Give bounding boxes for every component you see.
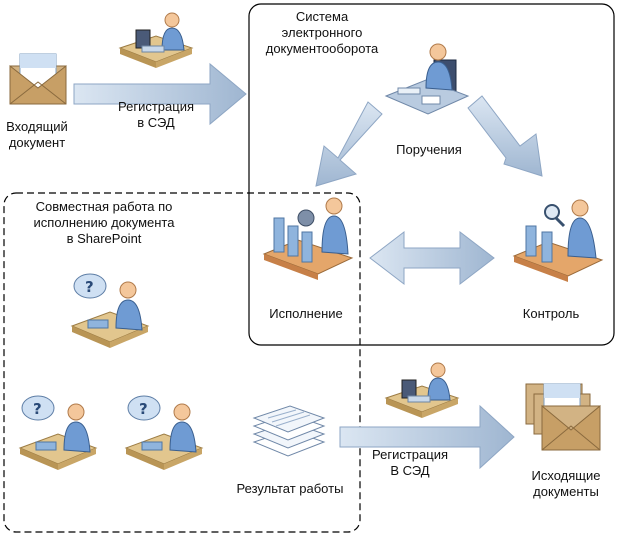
operator-at-desk-icon <box>118 12 194 68</box>
arrow-execution-control <box>369 230 495 286</box>
registration-outgoing-line2: В СЭД <box>390 463 430 478</box>
result-label: Результат работы <box>236 481 344 496</box>
orders-label: Поручения <box>396 142 462 157</box>
eds-system-box <box>248 3 615 346</box>
manager-at-desk-icon <box>384 43 470 115</box>
outgoing-label-line1: Исходящие <box>531 468 601 483</box>
incoming-label-line1: Входящий <box>6 119 68 134</box>
eds-system-title: Система электронного документооборота <box>250 9 394 57</box>
inspector-with-magnifier-icon <box>512 199 604 282</box>
registration-label: Регистрация в СЭД <box>110 99 202 131</box>
sharepoint-title: Совместная работа по исполнению документ… <box>16 199 192 247</box>
eds-title-line2: электронного <box>281 25 363 40</box>
sharepoint-title-line1: Совместная работа по <box>35 199 173 214</box>
arrow-registration-incoming <box>73 62 247 126</box>
sharepoint-collab-box <box>3 192 361 533</box>
control-label: Контроль <box>522 306 580 321</box>
outgoing-label-line2: документы <box>533 484 599 499</box>
conveyor-worker-icon <box>262 197 354 280</box>
svg-text:?: ? <box>85 278 94 296</box>
arrow-registration-outgoing <box>339 404 515 470</box>
registration-outgoing-line1: Регистрация <box>372 447 448 462</box>
envelope-stack-icon <box>525 383 601 451</box>
outgoing-documents-label: Исходящие документы <box>520 468 612 500</box>
operator-at-desk-icon <box>384 362 460 418</box>
registration-label-line2: в СЭД <box>137 115 175 130</box>
svg-text:?: ? <box>139 400 148 418</box>
worker-with-question-icon: ? <box>124 395 204 470</box>
worker-with-question-icon: ? <box>18 395 98 470</box>
envelope-icon <box>9 53 67 105</box>
arrow-orders-to-control <box>467 95 543 177</box>
document-stack-icon <box>252 405 326 457</box>
incoming-document-label: Входящий документ <box>0 119 74 151</box>
worker-with-question-icon: ? <box>70 273 150 348</box>
registration-outgoing-label: Регистрация В СЭД <box>364 447 456 479</box>
svg-text:?: ? <box>33 400 42 418</box>
registration-label-line1: Регистрация <box>118 99 194 114</box>
sharepoint-title-line3: в SharePoint <box>66 231 142 246</box>
sharepoint-title-line2: исполнению документа <box>33 215 175 230</box>
arrow-orders-to-execution <box>315 101 383 187</box>
execution-label: Исполнение <box>269 306 343 321</box>
incoming-label-line2: документ <box>8 135 66 150</box>
eds-title-line1: Система <box>295 9 349 24</box>
eds-title-line3: документооборота <box>265 41 379 56</box>
